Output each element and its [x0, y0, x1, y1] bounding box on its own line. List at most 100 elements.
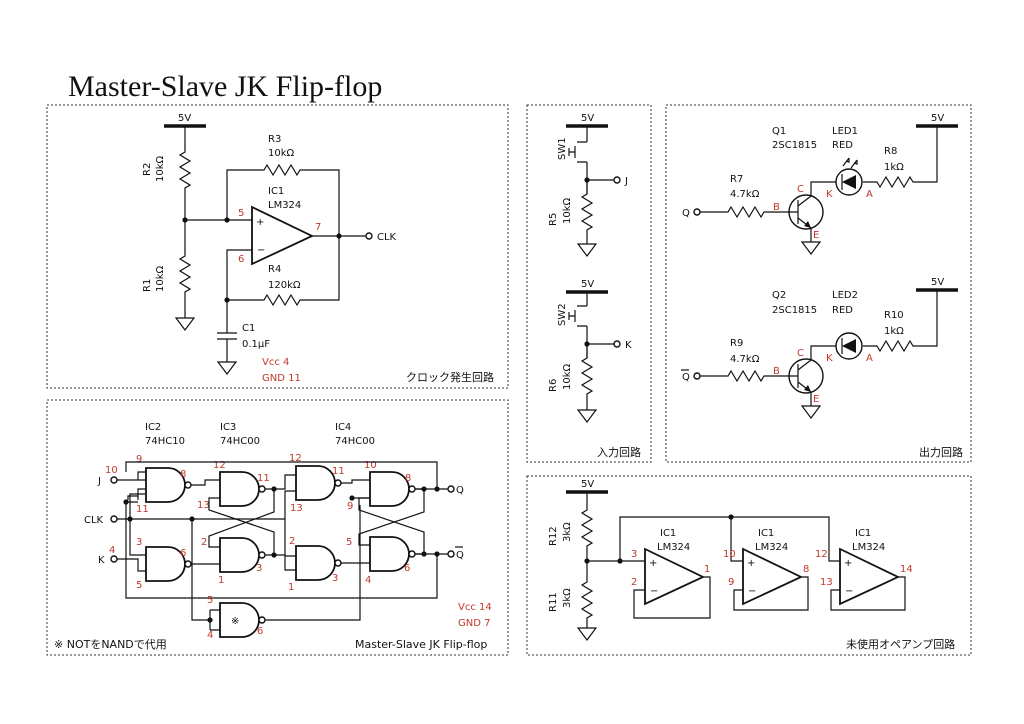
r11-value: 3kΩ: [562, 588, 573, 608]
led-icon: [842, 175, 856, 189]
inversion-bubble: [408, 485, 416, 493]
pin-e: E: [813, 230, 819, 241]
page-title: Master-Slave JK Flip-flop: [68, 70, 382, 103]
c1-name: C1: [242, 323, 255, 334]
g6-pin-out: 3: [332, 573, 338, 584]
amp-a-pin-minus: 2: [631, 577, 637, 588]
pin-minus: 6: [238, 254, 244, 265]
led-pin-a: A: [866, 189, 873, 200]
pin-b: B: [773, 202, 780, 213]
sw1-label: SW1: [557, 137, 568, 160]
led-icon: [842, 339, 856, 353]
switch-sw2: [568, 305, 587, 327]
gn-pin-in-a: 5: [207, 595, 213, 606]
amp-c-name: IC1: [855, 528, 871, 539]
resistor-r3: [226, 163, 340, 236]
resistor-r2: [178, 126, 192, 220]
r12-value: 3kΩ: [562, 522, 573, 542]
supply-label: 5V: [581, 279, 594, 290]
gnd-pin-note: GND 7: [458, 618, 490, 629]
output-circuit: Q1 2SC1815 LED1 RED R8 1kΩ R7 4.7kΩ Q 5V…: [681, 113, 963, 459]
nand-gate-g3: [219, 471, 260, 507]
r4-value: 120kΩ: [268, 280, 301, 291]
wire: [127, 488, 146, 500]
resistor-r5: [580, 180, 594, 244]
q-input-label: Q: [682, 208, 690, 219]
qbar-input-label: Q: [682, 372, 690, 383]
g3-pin-out: 11: [257, 473, 270, 484]
amp-c-pin-out: 14: [900, 564, 913, 575]
q1-name: Q1: [772, 126, 786, 137]
gn-pin-in-b: 4: [207, 630, 213, 641]
g7-pin-in-a: 10: [364, 460, 377, 471]
emitter-arrow-icon: [804, 385, 811, 392]
amp-a-pin-plus: 3: [631, 549, 637, 560]
ground-icon: [216, 361, 238, 375]
pin-c: C: [797, 184, 804, 195]
gate-note-mark: ※: [231, 616, 239, 627]
panel-flip-flop: [46, 399, 509, 656]
k-output-label: K: [625, 340, 632, 351]
r9-value: 4.7kΩ: [730, 354, 760, 365]
q-output-label: Q: [456, 485, 464, 496]
light-emission-icon: [842, 157, 858, 169]
r7-value: 4.7kΩ: [730, 189, 760, 200]
follower-loop: [633, 576, 711, 619]
r5-name: R5: [548, 213, 559, 226]
ground-icon: [174, 317, 196, 331]
ic2-name: IC2: [145, 422, 161, 433]
ground-icon: [576, 627, 598, 641]
g4-pin-in-b: 1: [218, 575, 224, 586]
amp-b-pin-plus: 10: [723, 549, 736, 560]
panel-caption: 未使用オペアンプ回路: [846, 638, 955, 651]
opamp-ic1: [251, 205, 315, 266]
r10-value: 1kΩ: [884, 326, 904, 337]
gnd-pin-note: GND 11: [262, 373, 301, 384]
k-input-label: K: [98, 555, 105, 566]
panel-input-circuit: [526, 104, 652, 463]
r4-name: R4: [268, 264, 281, 275]
pin-c: C: [797, 348, 804, 359]
resistor-r6: [580, 344, 594, 410]
ic1-part: LM324: [268, 200, 301, 211]
r2-name: R2: [142, 163, 153, 176]
pin-plus: 5: [238, 208, 244, 219]
r9-name: R9: [730, 338, 743, 349]
panel-output-circuit: [665, 104, 972, 463]
r3-value: 10kΩ: [268, 148, 295, 159]
amp-a-part: LM324: [657, 542, 690, 553]
g6-pin-in-b: 1: [288, 582, 294, 593]
g1-pin-out: 8: [180, 469, 186, 480]
wire: [810, 181, 836, 196]
inversion-bubble: [258, 616, 266, 624]
junction: [421, 486, 427, 492]
emitter-arrow-icon: [804, 221, 811, 228]
clk-wire: [130, 518, 210, 621]
resistor-r7: [700, 205, 798, 219]
r8-value: 1kΩ: [884, 162, 904, 173]
input-circuit: 5V SW1 J R5 10kΩ 5V SW2 K R6 10kΩ 入力回路: [548, 113, 641, 459]
supply-label: 5V: [581, 113, 594, 124]
nand-gate-g7: [369, 471, 410, 507]
ground-icon: [576, 243, 598, 257]
minus-sign: −: [748, 586, 756, 597]
plus-sign: +: [649, 558, 657, 569]
resistor-r8: [863, 126, 938, 189]
input-terminal: [110, 515, 118, 523]
ic4-part: 74HC00: [335, 436, 375, 447]
qbar-output-label: Q: [456, 550, 464, 561]
g1-pin-in-b: 9: [136, 454, 142, 465]
junction: [728, 514, 734, 520]
g7-pin-in-b: 9: [347, 501, 353, 512]
inversion-bubble: [184, 560, 192, 568]
r3-name: R3: [268, 134, 281, 145]
wire: [265, 505, 361, 621]
q2-name: Q2: [772, 290, 786, 301]
amp-c-pin-plus: 12: [815, 549, 828, 560]
pin-out: 7: [315, 222, 321, 233]
amp-c-part: LM324: [852, 542, 885, 553]
supply-label: 5V: [931, 113, 944, 124]
input-terminal: [693, 208, 701, 216]
output-channel-2: Q2 2SC1815 LED2 RED R10 1kΩ R9 4.7kΩ Q 5…: [681, 277, 958, 419]
inversion-bubble: [258, 485, 266, 493]
